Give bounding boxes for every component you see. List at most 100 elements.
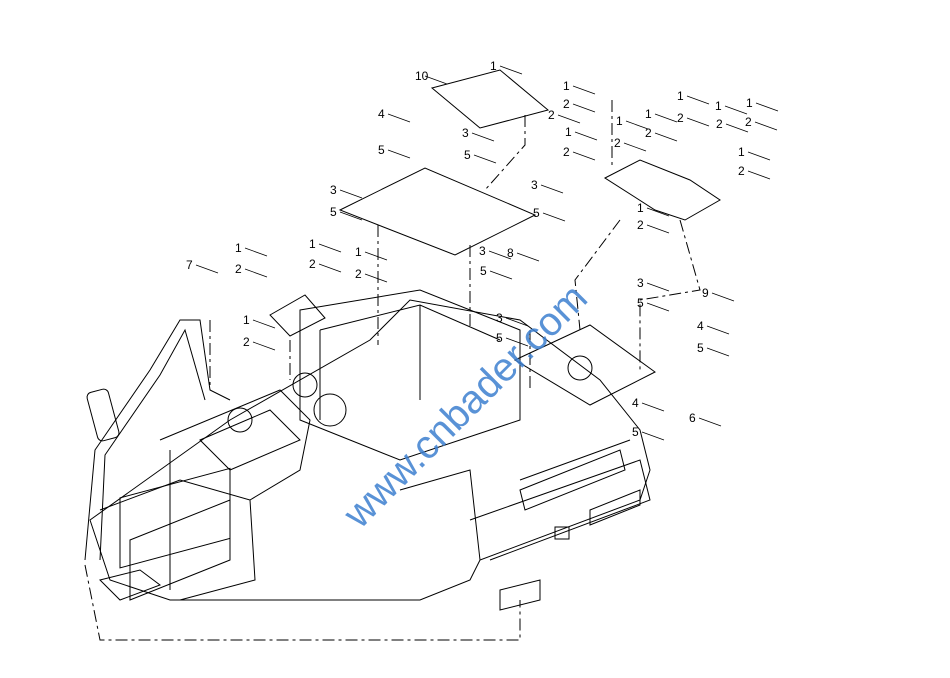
leader-line: [654, 132, 678, 142]
callout-5: 5: [533, 206, 540, 220]
callout-5: 5: [496, 331, 503, 345]
callout-4: 4: [378, 107, 385, 121]
callout-5: 5: [378, 143, 385, 157]
cover-plate-10: [430, 69, 550, 129]
machine-outline: [84, 289, 651, 611]
callout-3: 3: [496, 311, 503, 325]
callout-5: 5: [464, 148, 471, 162]
callout-1: 1: [645, 107, 652, 121]
callout-8: 8: [507, 246, 514, 260]
leader-line: [625, 120, 649, 130]
leader-line: [505, 337, 529, 347]
leader-line: [505, 317, 529, 327]
callout-2: 2: [716, 117, 723, 131]
leader-line: [542, 212, 566, 222]
leader-line: [540, 184, 564, 194]
leader-line: [364, 251, 388, 261]
leader-line: [623, 142, 647, 152]
leader-line: [557, 114, 581, 124]
leader-line: [754, 121, 778, 131]
leader-line: [387, 113, 411, 123]
leader-line: [686, 117, 710, 127]
callout-10: 10: [415, 69, 429, 83]
callout-2: 2: [563, 145, 570, 159]
callout-1: 1: [355, 245, 362, 259]
exploded-panels: [269, 69, 721, 406]
callout-2: 2: [738, 164, 745, 178]
callout-2: 2: [548, 108, 555, 122]
callout-5: 5: [330, 205, 337, 219]
callout-2: 2: [243, 335, 250, 349]
callout-1: 1: [738, 145, 745, 159]
cover-plate-7: [269, 294, 326, 337]
leader-line: [747, 170, 771, 180]
callout-2: 2: [614, 136, 621, 150]
callout-2: 2: [563, 97, 570, 111]
leader-line: [572, 151, 596, 161]
leader-line: [572, 103, 596, 113]
leader-lines: [195, 65, 779, 441]
leader-line: [646, 282, 670, 292]
leader-line: [516, 252, 540, 262]
watermark: www.cnbader.com: [335, 276, 596, 537]
callout-2: 2: [745, 115, 752, 129]
callout-4: 4: [632, 396, 639, 410]
callout-6: 6: [689, 411, 696, 425]
callout-1: 1: [563, 79, 570, 93]
leader-line: [572, 85, 596, 95]
leader-line: [387, 149, 411, 159]
callout-1: 1: [235, 241, 242, 255]
leader-line: [646, 207, 670, 217]
leader-line: [339, 189, 363, 199]
callout-5: 5: [632, 425, 639, 439]
callout-9: 9: [702, 286, 709, 300]
leader-line: [646, 302, 670, 312]
callout-1: 1: [490, 59, 497, 73]
leader-line: [706, 347, 730, 357]
callout-3: 3: [531, 178, 538, 192]
callout-5: 5: [697, 341, 704, 355]
callout-1: 1: [637, 201, 644, 215]
leader-line: [641, 431, 665, 441]
leader-line: [473, 154, 497, 164]
cover-plate-6: [513, 324, 656, 406]
callout-3: 3: [330, 183, 337, 197]
callout-1: 1: [565, 125, 572, 139]
assembly-lines: [84, 100, 701, 641]
callout-1: 1: [616, 114, 623, 128]
cover-plate-8: [338, 167, 537, 256]
callout-2: 2: [309, 257, 316, 271]
callout-2: 2: [645, 126, 652, 140]
leader-line: [574, 131, 598, 141]
leader-line: [646, 224, 670, 234]
leader-line: [641, 402, 665, 412]
leader-line: [364, 273, 388, 283]
leader-line: [698, 417, 722, 427]
leader-line: [489, 270, 513, 280]
callout-2: 2: [235, 262, 242, 276]
leader-line: [706, 325, 730, 335]
cover-plate-9: [603, 159, 721, 221]
callout-4: 4: [697, 319, 704, 333]
callout-1: 1: [746, 96, 753, 110]
leader-line: [244, 268, 268, 278]
callout-1: 1: [309, 237, 316, 251]
callout-3: 3: [479, 244, 486, 258]
callout-2: 2: [355, 267, 362, 281]
leader-line: [195, 264, 219, 274]
leader-line: [686, 95, 710, 105]
callout-1: 1: [677, 89, 684, 103]
leader-line: [339, 211, 363, 221]
leader-line: [724, 105, 748, 115]
leader-line: [654, 113, 678, 123]
callout-2: 2: [637, 218, 644, 232]
leader-line: [471, 132, 495, 142]
leader-line: [424, 75, 448, 85]
leader-line: [711, 292, 735, 302]
callout-1: 1: [715, 99, 722, 113]
leader-line: [244, 247, 268, 257]
leader-line: [318, 263, 342, 273]
